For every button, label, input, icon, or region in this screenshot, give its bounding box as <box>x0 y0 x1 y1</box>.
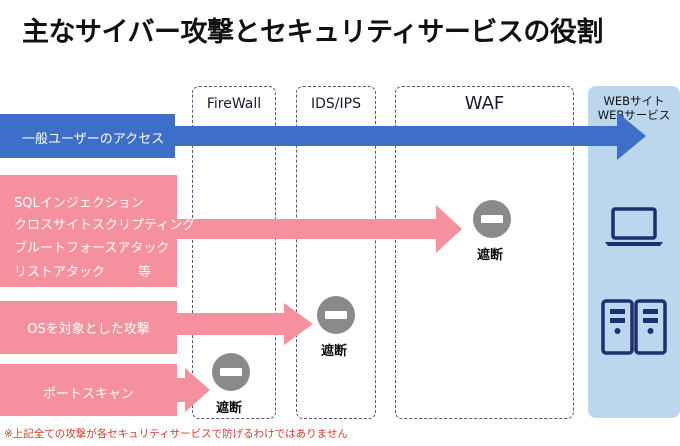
server-title-line1: WEBサイト <box>603 94 665 108</box>
waf-label: WAF <box>464 93 505 114</box>
ids-ips-zone: IDS/IPS <box>296 86 376 419</box>
block-icon-waf <box>473 200 511 238</box>
block-label-firewall: 遮断 <box>216 401 243 416</box>
attack-list-attack: リストアタック <box>14 265 106 280</box>
page-title: 主なサイバー攻撃とセキュリティサービスの役割 <box>22 17 603 48</box>
server-title-line2: WEBサービス <box>597 108 671 122</box>
waf-zone: WAF <box>395 86 574 419</box>
firewall-zone: FireWall <box>192 86 276 419</box>
port-scan-arrow <box>0 364 210 416</box>
laptop-icon <box>605 207 663 246</box>
general-user-arrow <box>0 112 646 160</box>
attack-sql-injection: SQLインジェクション <box>14 196 144 211</box>
port-scan-label: ポートスキャン <box>42 387 134 402</box>
os-attack-arrow <box>0 301 313 354</box>
firewall-label: FireWall <box>206 96 262 112</box>
footnote: ※上記全ての攻撃が各セキュリティサービスで防げるわけではありません <box>4 428 348 440</box>
general-user-label: 一般ユーザーのアクセス <box>22 132 165 147</box>
attack-etc: 等 <box>138 265 152 280</box>
os-attack-label: OSを対象とした攻撃 <box>27 322 150 337</box>
web-attack-box: SQLインジェクション クロスサイトスクリプティング ブルートフォースアタック … <box>0 175 195 287</box>
attack-brute-force: ブルートフォースアタック <box>14 241 170 256</box>
block-icon-ids-ips <box>317 296 355 334</box>
attack-xss: クロスサイトスクリプティング <box>14 218 196 233</box>
web-attack-arrow <box>0 175 462 287</box>
block-label-ids-ips: 遮断 <box>321 344 348 359</box>
ids-ips-label: IDS/IPS <box>311 96 361 112</box>
server-rack-icon <box>601 299 667 355</box>
block-icon-firewall <box>212 353 250 391</box>
block-label-waf: 遮断 <box>477 248 504 263</box>
